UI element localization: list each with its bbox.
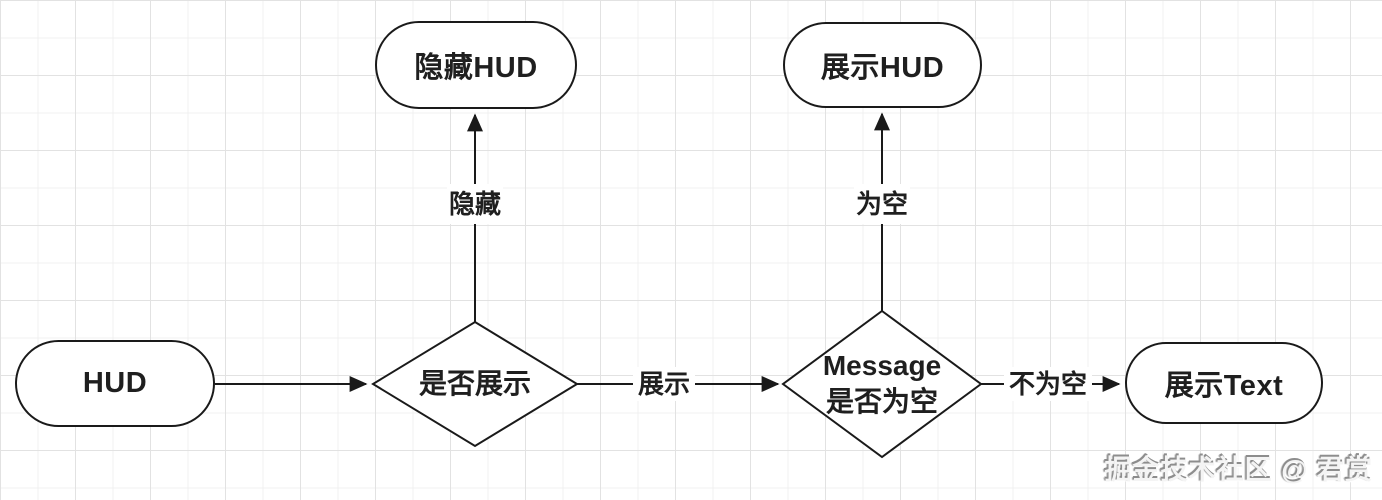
node-show-text: 展示Text xyxy=(1125,342,1323,424)
node-show-hud-label: 展示HUD xyxy=(820,52,945,84)
edge-label-not-empty: 不为空 xyxy=(1003,367,1093,401)
node-hide-hud: 隐藏HUD xyxy=(375,21,577,109)
node-hud-label: HUD xyxy=(82,367,148,399)
decision-is-show-text: 是否展示 xyxy=(418,368,532,399)
node-show-text-label: 展示Text xyxy=(1164,370,1284,402)
node-hide-hud-label: 隐藏HUD xyxy=(414,52,538,84)
decision-is-show-label: 是否展示 xyxy=(419,366,531,402)
watermark: 掘金技术社区 @ 君赏 xyxy=(1104,455,1373,485)
node-hud: HUD xyxy=(15,340,215,427)
edge-label-empty: 为空 xyxy=(853,184,911,224)
diamond-is-show-shape xyxy=(371,320,579,448)
edge-label-hide: 隐藏 xyxy=(446,184,504,224)
decision-message-empty-label: Message 是否为空 xyxy=(823,348,941,420)
decision-message-empty-line2: 是否为空 xyxy=(825,386,939,417)
decision-message-empty-line1: Message xyxy=(822,350,942,381)
diamond-message-empty-shape xyxy=(781,309,983,459)
edge-label-show: 展示 xyxy=(632,367,696,401)
node-show-hud: 展示HUD xyxy=(783,22,982,108)
